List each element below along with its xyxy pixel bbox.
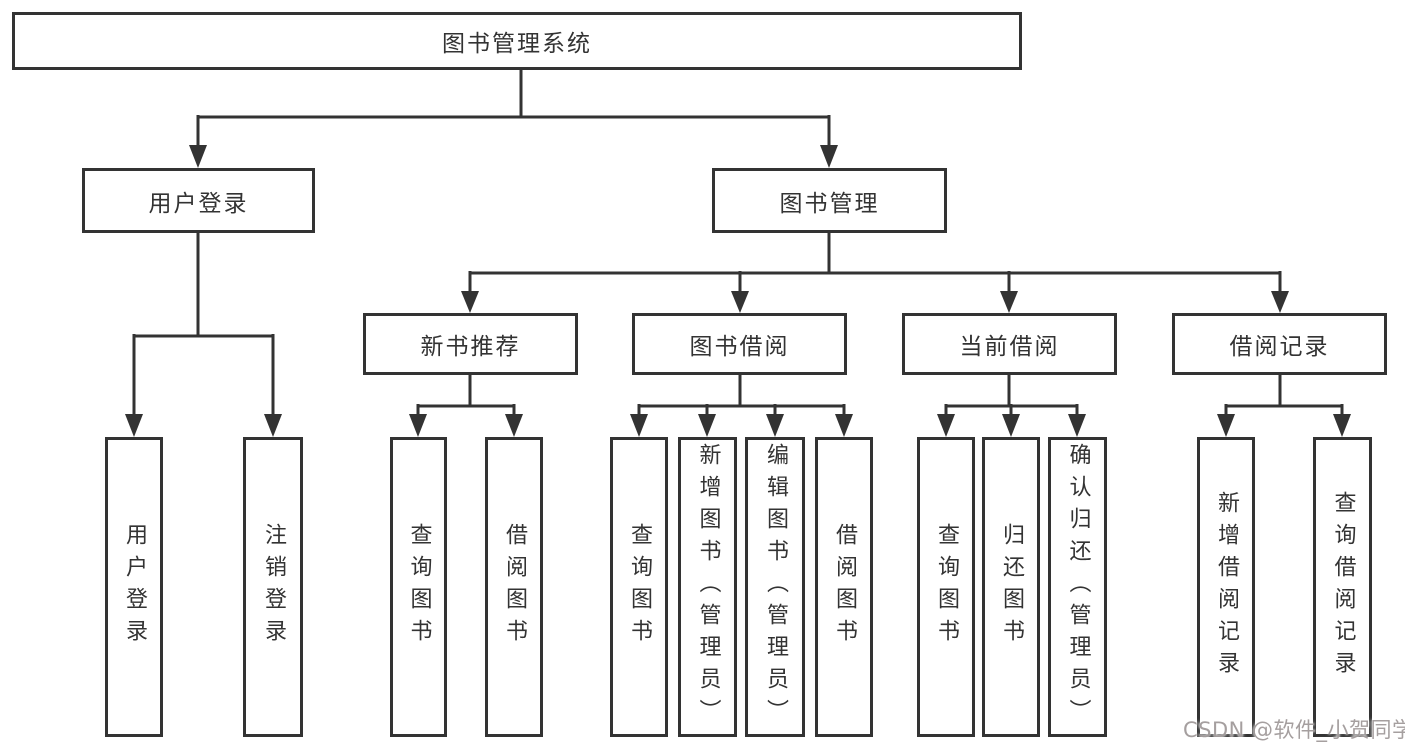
arrowhead — [1271, 291, 1289, 313]
arrowhead — [1333, 414, 1351, 437]
node-book-management-branch: 图书管理 — [712, 168, 947, 233]
node-label: 查询图书 — [934, 523, 959, 651]
csdn-watermark: CSDN @软件_小贺同学 — [1183, 718, 1405, 742]
leaf-query-books-recommend: 查询图书 — [390, 437, 447, 737]
leaf-confirm-return-admin: 确认归还（管理员） — [1048, 437, 1107, 737]
arrowhead — [1068, 414, 1086, 437]
node-book-borrow: 图书借阅 — [632, 313, 847, 375]
node-borrow-record: 借阅记录 — [1172, 313, 1387, 375]
edge-root-to-level2 — [196, 69, 831, 147]
node-label: 图书管理系统 — [442, 31, 592, 57]
edge-new-book-recommend-to-leaves — [416, 374, 516, 416]
edge-current-borrow-to-leaves — [944, 374, 1079, 416]
arrowhead — [630, 414, 648, 437]
node-current-borrow: 当前借阅 — [902, 313, 1117, 375]
leaf-borrow-books-recommend: 借阅图书 — [485, 437, 543, 737]
arrowhead — [505, 414, 523, 437]
arrowhead — [1000, 291, 1018, 313]
edge-book-borrow-to-leaves — [637, 374, 846, 416]
leaf-user-login: 用户登录 — [105, 437, 163, 737]
node-label: 借阅图书 — [832, 523, 857, 651]
node-label: 确认归还（管理员） — [1065, 443, 1091, 731]
leaf-add-borrow-record: 新增借阅记录 — [1197, 437, 1255, 737]
arrowhead — [937, 414, 955, 437]
leaf-logout: 注销登录 — [243, 437, 303, 737]
node-label: 借阅图书 — [502, 523, 527, 651]
node-label: 用户登录 — [148, 190, 249, 217]
arrowhead — [766, 414, 784, 437]
arrowhead — [1002, 414, 1020, 437]
arrowhead — [820, 145, 838, 168]
node-label: 新增图书（管理员） — [695, 443, 721, 731]
leaf-query-borrow-record: 查询借阅记录 — [1313, 437, 1372, 737]
node-new-book-recommend: 新书推荐 — [363, 313, 578, 375]
node-label: 用户登录 — [122, 523, 147, 651]
arrowhead — [835, 414, 853, 437]
arrowhead — [409, 414, 427, 437]
leaf-return-books: 归还图书 — [982, 437, 1040, 737]
node-label: 新书推荐 — [420, 334, 521, 360]
node-user-login-branch: 用户登录 — [82, 168, 315, 233]
leaf-borrow-books: 借阅图书 — [815, 437, 873, 737]
leaf-query-books-current: 查询图书 — [917, 437, 975, 737]
arrowhead — [698, 414, 716, 437]
arrowhead — [731, 291, 749, 313]
leaf-edit-books-admin: 编辑图书（管理员） — [745, 437, 805, 737]
arrowhead — [461, 291, 479, 313]
edge-lines — [132, 69, 1344, 416]
node-label: 图书管理 — [779, 190, 880, 217]
node-label: 查询图书 — [406, 523, 432, 651]
leaf-add-books-admin: 新增图书（管理员） — [678, 437, 737, 737]
node-label: 编辑图书（管理员） — [763, 443, 788, 731]
node-label: 当前借阅 — [959, 334, 1060, 360]
leaf-query-books-borrow: 查询图书 — [610, 437, 668, 737]
node-label: 新增借阅记录 — [1214, 491, 1239, 683]
arrowhead — [264, 414, 282, 437]
node-label: 图书借阅 — [689, 334, 790, 360]
arrowhead — [125, 414, 143, 437]
node-label: 归还图书 — [999, 523, 1024, 651]
edge-user-login-to-leaves — [132, 232, 275, 416]
arrowheads — [125, 145, 1351, 437]
node-label: 注销登录 — [261, 523, 286, 651]
edge-borrow-record-to-leaves — [1224, 374, 1344, 416]
node-root-library-management-system: 图书管理系统 — [12, 12, 1022, 70]
arrowhead — [1217, 414, 1235, 437]
edge-book-management-to-level3 — [468, 232, 1282, 293]
node-label: 查询借阅记录 — [1330, 491, 1356, 683]
node-label: 借阅记录 — [1229, 334, 1330, 360]
node-label: 查询图书 — [627, 523, 652, 651]
arrowhead — [189, 145, 207, 168]
